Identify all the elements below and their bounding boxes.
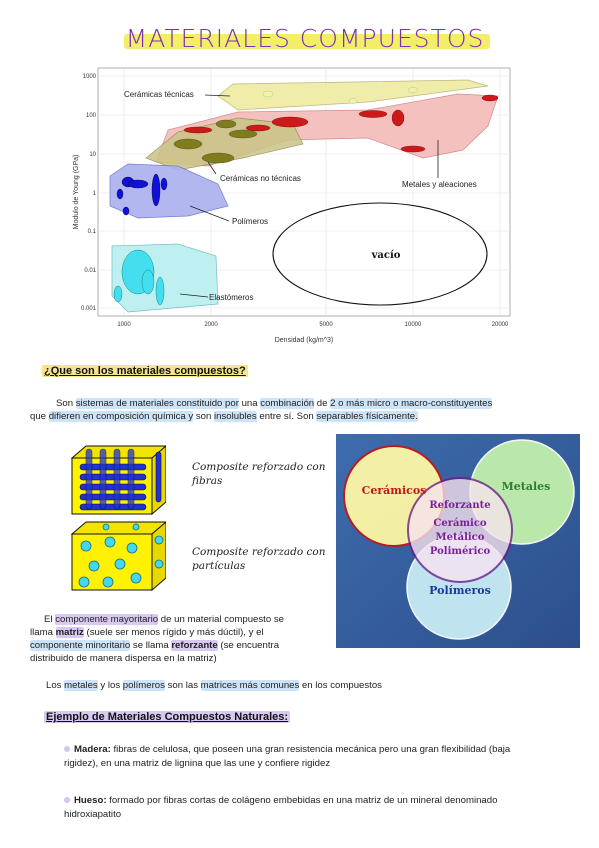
hueso-line-1: Hueso: formado por fibras cortas de colá…: [64, 795, 497, 807]
venn-center-reforzante: Reforzante: [429, 500, 490, 511]
matriz-line-1: El componente mayoritario de un material…: [44, 614, 284, 625]
venn-label-metales: Metales: [502, 480, 551, 493]
venn-label-ceramicos: Cerámicos: [362, 484, 427, 497]
venn-center-metalico: Metálico: [436, 532, 485, 543]
xtick-label: 20000: [492, 322, 509, 328]
xtick-label: 2000: [204, 322, 218, 328]
label-polimeros: Polímeros: [232, 217, 268, 226]
section-heading-que-son: ¿Que son los materiales compuestos?: [42, 365, 248, 377]
x-axis-label: Densidad (kg/m^3): [275, 337, 334, 344]
bullet-icon: [64, 746, 70, 753]
venn-center-ceramico: Cerámico: [433, 518, 487, 529]
ytick-label: 1000: [83, 74, 97, 80]
section-heading-ejemplos: Ejemplo de Materiales Compuestos Natural…: [44, 711, 291, 723]
label-vacio: vacío: [371, 250, 401, 261]
particle-composite-label: Composite reforzado con partículas: [192, 546, 326, 572]
fiber-composite-image: [70, 445, 166, 516]
ashby-chart: 1000 100 10 1 0.1 0.01 0.001 1000 2000 5…: [73, 67, 511, 344]
title-block: MATERIALES COMPUESTOS: [120, 22, 490, 56]
title-highlight: [124, 34, 490, 49]
matriz-line-2: llama matriz (suele ser menos rígido y m…: [30, 627, 264, 638]
ytick-label: 10: [89, 152, 96, 158]
label-metales: Metales y aleaciones: [402, 180, 477, 189]
y-axis-label: Modulo de Young (GPa): [73, 155, 80, 230]
hueso-line-2: hidroxiapatito: [64, 809, 122, 820]
madera-line-2: rigidez), en una matriz de lignina que l…: [64, 758, 331, 769]
matriz-line-4: distribuido de manera dispersa en la mat…: [30, 653, 217, 664]
venn-center-polimerico: Polimérico: [430, 546, 491, 557]
ytick-label: 0.01: [84, 268, 96, 274]
xtick-label: 10000: [405, 322, 422, 328]
definition-line-1: Son sistemas de materiales constituido p…: [56, 398, 493, 409]
xtick-label: 5000: [319, 322, 333, 328]
particle-composite-image: [70, 521, 166, 592]
page-title: MATERIALES COMPUESTOS: [125, 24, 485, 53]
ytick-label: 0.1: [88, 229, 97, 235]
xtick-label: 1000: [117, 322, 131, 328]
venn-diagram: Cerámicos Metales Polímeros Reforzante C…: [336, 434, 580, 648]
label-elastomeros: Elastómeros: [209, 293, 253, 302]
ytick-label: 0.001: [81, 306, 97, 312]
bullet-icon: [64, 797, 70, 804]
definition-line-2: que difieren en composición química y so…: [30, 411, 418, 422]
venn-label-polimeros: Polímeros: [429, 584, 491, 597]
label-ceramicas-no-tecnicas: Cerámicas no técnicas: [220, 174, 301, 183]
madera-line-1: Madera: fibras de celulosa, que poseen u…: [64, 744, 510, 756]
ytick-label: 1: [93, 191, 97, 197]
ytick-label: 100: [86, 113, 97, 119]
fiber-composite-label: Composite reforzado con fibras: [192, 461, 326, 487]
matriz-line-3: componente minoritario se llama reforzan…: [30, 640, 280, 651]
label-ceramicas-tecnicas: Cerámicas técnicas: [124, 90, 194, 99]
matrices-line: Los metales y los polímeros son las matr…: [46, 680, 382, 691]
venn-circle-reforzante: [407, 477, 513, 583]
